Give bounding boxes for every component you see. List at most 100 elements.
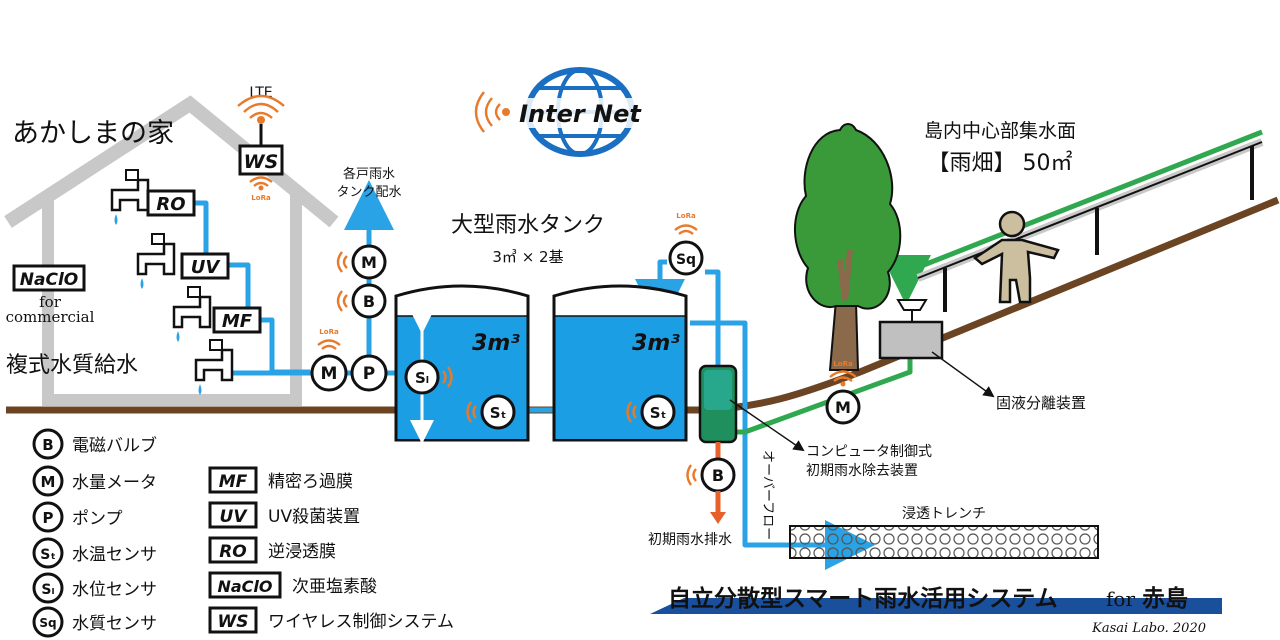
naclo-box: NaClO: [12, 264, 86, 292]
ws-box-label: WS: [244, 151, 279, 173]
distribution-label-line2: タンク配水: [336, 185, 401, 200]
stack-meter-top: M: [351, 244, 387, 280]
catchment-label: 島内中心部集水面: [924, 120, 1076, 142]
legend-valve-symbol: B: [42, 436, 53, 454]
faucet-ro: [110, 169, 150, 225]
lte-label: LTE: [249, 85, 272, 101]
title-place: 赤島: [1142, 585, 1188, 612]
filter-uv-label: UV: [191, 257, 222, 278]
legend-level-symbol: Sₗ: [41, 582, 54, 598]
filter-ro: RO: [146, 189, 196, 217]
legend-item-uv: UV UV殺菌装置: [208, 501, 360, 529]
faucet-mf: [172, 286, 212, 342]
separator-meter-symbol: M: [835, 398, 851, 417]
legend-item-ro: RO 逆浸透膜: [208, 536, 336, 564]
stack-lora-label: LoRa: [319, 328, 339, 336]
separator-label: 固液分離装置: [996, 394, 1086, 412]
legend-temp-symbol: Sₜ: [40, 547, 56, 563]
legend-mf-symbol: MF: [219, 472, 248, 492]
tank-left-capacity: 3m³: [472, 331, 520, 356]
tank-right-temp-symbol: Sₜ: [650, 404, 667, 422]
legend-item-level-sensor: Sₗ 水位センサ: [32, 572, 157, 604]
legend-pump-symbol: P: [43, 509, 54, 527]
legend-valve-text: 電磁バルブ: [72, 435, 157, 456]
tank-spec: 3㎥ × 2基: [492, 248, 563, 266]
house-outline: [4, 95, 339, 406]
filter-ro-label: RO: [156, 194, 185, 215]
stack-meter-bottom: M: [310, 354, 348, 392]
infiltration-trench: [789, 525, 1099, 559]
ws-box: WS: [238, 144, 284, 176]
title-banner: [650, 598, 1222, 614]
legend-item-quality-sensor: Sq 水質センサ: [32, 606, 157, 638]
trench-label: 浸透トレンチ: [902, 506, 986, 522]
legend-mf-text: 精密ろ過膜: [268, 472, 353, 492]
legend-item-ws: WS ワイヤレス制御システム: [208, 606, 454, 634]
tank-left-level-symbol: Sₗ: [415, 369, 429, 387]
tank-title: 大型雨水タンク: [451, 213, 605, 238]
legend-right: MF 精密ろ過膜 UV UV殺菌装置 RO 逆浸透膜 NaClO 次亜塩素酸 W…: [208, 466, 454, 634]
stack-pump: P: [350, 354, 388, 392]
legend-level-text: 水位センサ: [72, 580, 157, 600]
overflow-label: オーバーフロー: [760, 450, 775, 540]
legend-ws-text: ワイヤレス制御システム: [268, 612, 454, 632]
legend-meter-symbol: M: [41, 473, 56, 491]
drain-valve: B: [686, 457, 736, 493]
legend-quality-symbol: Sq: [39, 616, 56, 630]
person-figure: [972, 210, 1060, 304]
stack-valve: B: [351, 283, 387, 319]
legend-left: B 電磁バルブ M 水量メータ P ポンプ Sₜ 水温センサ Sₗ 水位センサ …: [32, 428, 157, 638]
stack-lora-icons: LoRa: [317, 251, 348, 350]
quality-sensor: Sq LoRa: [668, 212, 704, 276]
naclo-box-label: NaClO: [20, 270, 78, 290]
solid-liquid-separator: [878, 299, 995, 398]
quality-sensor-symbol: Sq: [676, 252, 696, 268]
separator-lora-icon: LoRa: [829, 360, 857, 387]
legend-quality-text: 水質センサ: [72, 614, 157, 634]
stack-meter-top-symbol: M: [361, 253, 377, 272]
legend-item-valve: B 電磁バルブ: [32, 428, 157, 460]
drain-valve-symbol: B: [712, 466, 724, 485]
filter-uv: UV: [180, 252, 230, 280]
tank-right-temp-sensor: Sₜ: [626, 394, 676, 430]
multi-supply-label: 複式水質給水: [6, 353, 138, 378]
quality-sensor-lora: LoRa: [676, 212, 696, 220]
first-flush-label-line2: 初期雨水除去装置: [806, 462, 918, 479]
legend-uv-text: UV殺菌装置: [268, 507, 360, 527]
legend-naclo-symbol: NaClO: [217, 577, 272, 596]
internet-globe-icon: [474, 67, 644, 157]
legend-ro-symbol: RO: [219, 542, 247, 562]
distribution-label-line1: 各戸雨水: [343, 166, 395, 182]
first-flush-device: [698, 364, 805, 452]
legend-temp-text: 水温センサ: [72, 545, 157, 565]
title-for: for: [1106, 587, 1135, 611]
naclo-caption-for: for: [39, 293, 62, 311]
ws-lora-icon: LoRa: [249, 176, 273, 202]
lte-antenna-icon: [237, 94, 285, 146]
drain-arrow-head: [710, 512, 726, 524]
ws-lora-label: LoRa: [251, 194, 271, 202]
faucet-uv: [136, 233, 176, 289]
house-label: あかしまの家: [12, 118, 174, 149]
stack-meter-bottom-symbol: M: [321, 364, 338, 384]
tank-left-level-sensor: Sₗ: [404, 359, 453, 395]
credit: Kasai Labo. 2020: [1091, 621, 1206, 636]
tree: [794, 123, 902, 371]
legend-item-naclo: NaClO 次亜塩素酸: [208, 571, 377, 599]
tank-left-temp-sensor: Sₜ: [466, 394, 516, 430]
filter-mf: MF: [212, 306, 262, 334]
separator-meter: M: [825, 389, 861, 425]
legend-item-pump: P ポンプ: [32, 501, 123, 533]
legend-item-mf: MF 精密ろ過膜: [208, 466, 353, 494]
naclo-caption-commercial: commercial: [6, 308, 95, 326]
faucet-raw: [194, 339, 234, 395]
legend-uv-symbol: UV: [220, 507, 249, 527]
catchment-area-label: 【雨畑】 50㎡: [928, 150, 1073, 176]
tank-right-capacity: 3m³: [632, 331, 680, 356]
internet-label: Inter Net: [519, 100, 642, 128]
rain-field-frame: [916, 138, 1264, 312]
title-main: 自立分散型スマート雨水活用システム: [668, 585, 1058, 612]
filter-mf-label: MF: [222, 311, 253, 332]
drain-label: 初期雨水排水: [648, 531, 732, 548]
